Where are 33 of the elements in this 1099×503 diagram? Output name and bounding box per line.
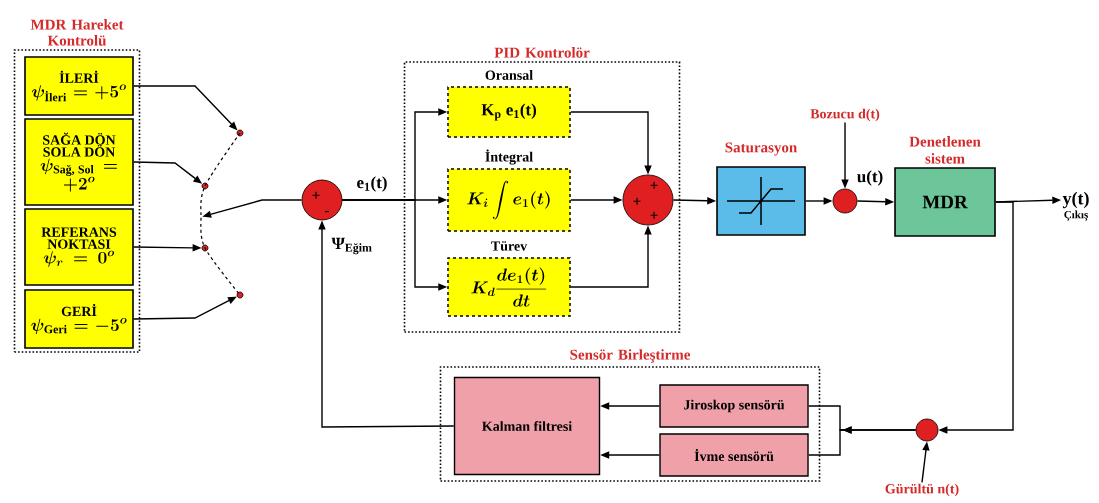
edge-label: e$_{1}$(t) [355,175,389,193]
mode-box: İLERİ $\psi_{\text{İleri}}=+5^{o}$ [24,56,134,116]
block-title: Oransal [485,70,533,80]
summing-point [915,418,939,442]
sensor-box: İvme sensörü [659,433,809,477]
output-label: y(t) [1062,191,1089,209]
gain-box: $K_{d}\frac{de_{1}(t)}{dt}$ [447,257,571,317]
input-label: Bozucu d(t) [810,108,880,122]
summing-junction: + + + [622,174,674,226]
gain-box: $K_{i}\int e_{1}(t)$ [447,168,571,232]
block-title: Saturasyon [725,142,798,156]
plant-box: MDR [894,167,996,237]
noise-label: Gürültü n(t) [885,483,959,497]
block-title: Denetlenen sistem [909,136,981,164]
switch-arc [200,132,241,296]
group-title: MDR Hareket Kontrolü [30,19,124,46]
gain-box: K$_{p}$ e$_{1}$(t) [447,86,571,138]
output-caption: Çıkış [1064,210,1088,221]
edge-label: u(t) [855,169,885,187]
block-title: Türev [491,241,528,251]
mode-box: SAĞA DÖN SOLA DÖN $\psi_{\text{Sağ, Sol}}=+2^{o}$ [24,118,134,206]
summing-junction: + - [301,179,343,221]
edge-label: Ψ$_{Eğim}$ [330,236,374,256]
block-title: İntegral [485,149,533,165]
summing-point [832,188,858,214]
mode-box: GERİ $\psi_{\text{Geri}}=-5^{o}$ [24,289,134,349]
sensor-box: Jiroskop sensörü [659,384,809,428]
switch-contact [236,291,244,299]
arrow [808,426,917,456]
mode-box: REFERANS NOKTASI $\psi_{r}=0^{o}$ [24,208,134,286]
group-title: Sensör Birleştirme [570,349,691,363]
group-title: PID Kontrolör [494,47,590,58]
filter-box: Kalman filtresi [453,376,601,476]
